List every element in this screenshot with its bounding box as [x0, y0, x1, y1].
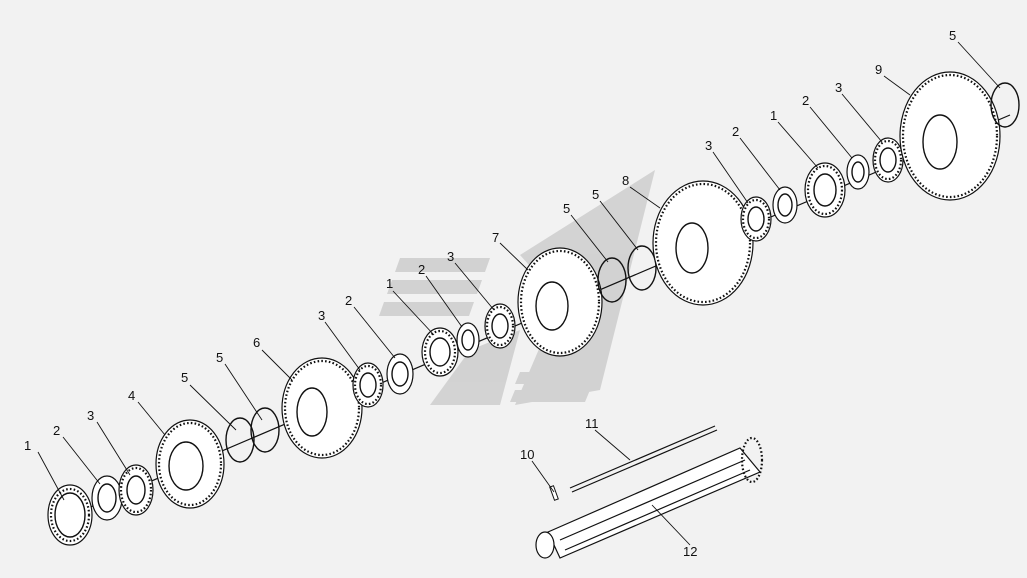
needle-bearing-1-left — [47, 484, 93, 546]
callout-6: 6 — [253, 335, 260, 350]
callout-1-right: 1 — [770, 108, 777, 123]
needle-bearing-1-right — [804, 162, 846, 218]
callout-3-third: 3 — [447, 249, 454, 264]
gear-7 — [517, 247, 603, 357]
callout-4: 4 — [128, 388, 135, 403]
spline-ring-3-third — [484, 303, 516, 349]
callout-2-fifth: 2 — [802, 93, 809, 108]
callout-1-middle: 1 — [386, 276, 393, 291]
callout-2-left: 2 — [53, 423, 60, 438]
gear-9 — [899, 71, 1001, 201]
spline-ring-3-fourth — [740, 196, 772, 242]
callout-2-fourth: 2 — [732, 124, 739, 139]
callout-10: 10 — [520, 447, 534, 462]
thrust-washer-2-fifth — [846, 154, 870, 190]
snap-ring-5-d — [627, 245, 657, 291]
thrust-washer-2-left — [91, 475, 123, 521]
callout-7: 7 — [492, 230, 499, 245]
callout-5-c: 5 — [563, 201, 570, 216]
gear-4 — [155, 419, 225, 509]
watermark-logo — [379, 170, 655, 405]
snap-ring-5-a — [225, 417, 255, 463]
rod-11 — [569, 425, 718, 493]
spline-ring-3-left — [118, 464, 154, 516]
needle-bearing-1-middle — [421, 327, 459, 377]
thrust-washer-2-second — [386, 353, 414, 395]
leader-lines — [37, 41, 1001, 546]
callout-5-b: 5 — [216, 350, 223, 365]
callout-labels: 1 2 3 4 5 5 6 3 2 1 2 3 7 5 5 8 3 2 1 2 … — [24, 28, 956, 559]
callout-2-second: 2 — [345, 293, 352, 308]
gear-8 — [652, 180, 754, 306]
callout-1-left: 1 — [24, 438, 31, 453]
thrust-washer-2-third — [456, 322, 480, 358]
callout-5-d: 5 — [592, 187, 599, 202]
callout-3-fifth: 3 — [835, 80, 842, 95]
gear-6 — [281, 357, 363, 459]
thrust-washer-2-fourth — [772, 186, 798, 224]
callout-3-fourth: 3 — [705, 138, 712, 153]
callout-11: 11 — [585, 416, 599, 431]
spline-ring-3-second — [352, 362, 384, 408]
spline-ring-3-fifth — [872, 137, 904, 183]
callout-5-a: 5 — [181, 370, 188, 385]
callout-8: 8 — [622, 173, 629, 188]
snap-ring-5-c — [597, 257, 627, 303]
callout-3-left: 3 — [87, 408, 94, 423]
callout-5-e: 5 — [949, 28, 956, 43]
snap-ring-5-e — [990, 82, 1020, 128]
splined-shaft-12 — [535, 436, 764, 559]
callout-9: 9 — [875, 62, 882, 77]
callout-12: 12 — [683, 544, 697, 559]
callout-3-second: 3 — [318, 308, 325, 323]
callout-2-third: 2 — [418, 262, 425, 277]
snap-ring-5-b — [250, 407, 280, 453]
